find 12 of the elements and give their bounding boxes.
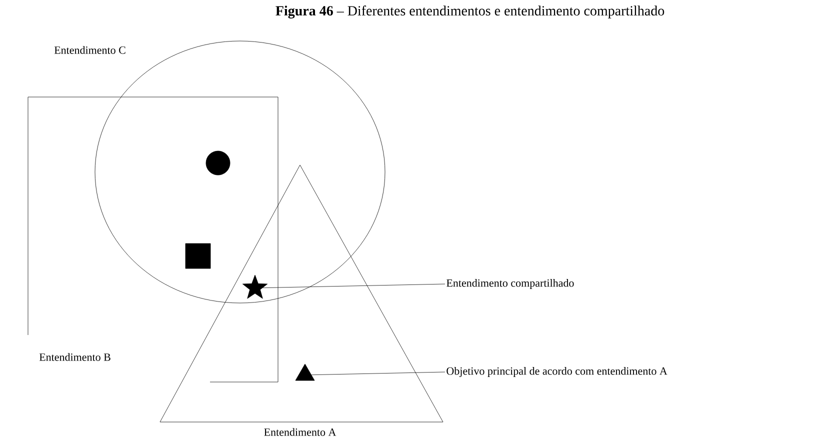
shape-label: Entendimento A bbox=[264, 428, 336, 436]
leader-line bbox=[311, 372, 446, 376]
filled-circle bbox=[206, 150, 230, 176]
filled-triangle bbox=[295, 364, 315, 381]
filled-star bbox=[242, 274, 268, 299]
filled-square bbox=[185, 243, 211, 269]
callout-text: Objetivo principal de acordo com entendimento A bbox=[446, 367, 668, 377]
callout-text: Entendimento compartilhado bbox=[446, 279, 574, 289]
leader-line bbox=[262, 284, 446, 288]
shape-label: Entendimento C bbox=[54, 46, 126, 54]
figure-title: Figura 46 – Diferentes entendimentos e entendimento compartilhado bbox=[276, 6, 664, 18]
shape-label: Entendimento B bbox=[39, 353, 110, 361]
